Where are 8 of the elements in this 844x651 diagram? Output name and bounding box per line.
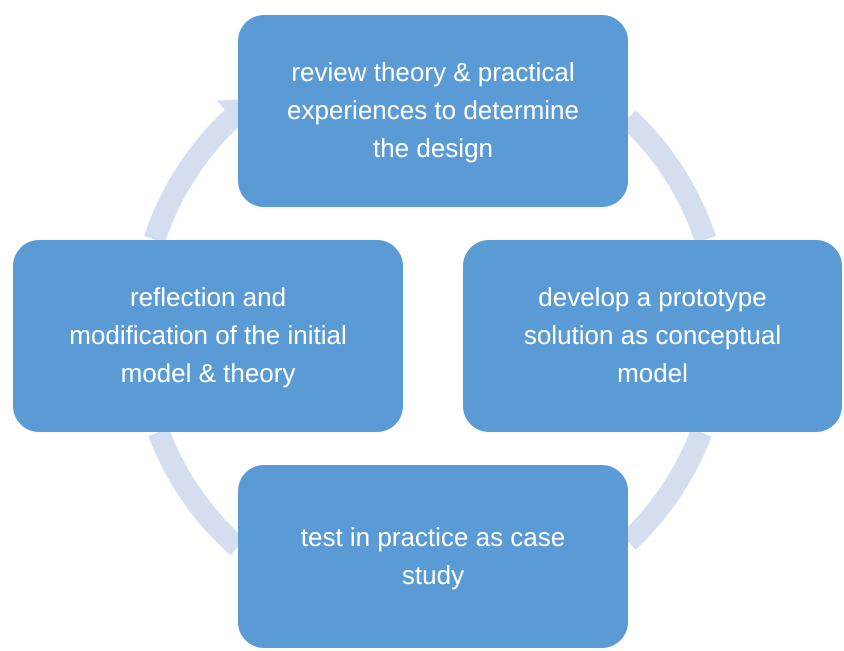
process-box: [463, 240, 842, 432]
step-text: review theory & practical experiences to determine the design: [286, 56, 580, 165]
process-box: [13, 240, 403, 432]
process-box: [238, 465, 628, 648]
step-text: test in practice as case study: [300, 520, 566, 592]
step-text: develop a prototype solution as conceptual model: [522, 281, 782, 390]
process-box: [238, 15, 628, 207]
step-text: reflection and modification of the initial model & theory: [68, 281, 348, 390]
